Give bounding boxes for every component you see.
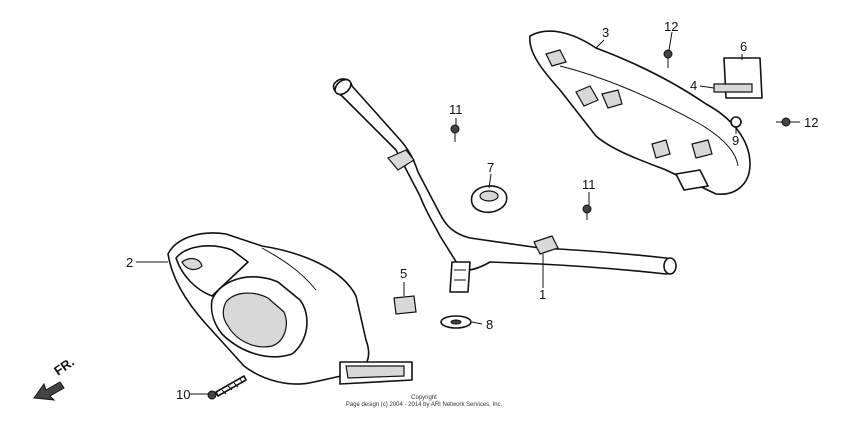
emblem-plate	[713, 57, 763, 99]
callout-8: 8	[486, 317, 493, 332]
callout-7: 7	[487, 160, 494, 175]
callout-10: 10	[176, 387, 190, 402]
callout-3: 3	[602, 25, 609, 40]
callout-4: 4	[690, 78, 697, 93]
handlebar-pipe	[332, 78, 677, 293]
nut	[730, 116, 742, 128]
sticker	[393, 295, 417, 315]
screw-far-right	[776, 117, 791, 127]
callout-12-top: 12	[664, 19, 678, 34]
copyright-title: Copyright	[411, 395, 437, 401]
screw-lower	[582, 204, 592, 220]
callout-6: 6	[740, 39, 747, 54]
callout-12-right: 12	[804, 115, 818, 130]
callout-11-lower: 11	[582, 177, 596, 192]
screw-top-right	[663, 49, 673, 68]
callout-2: 2	[126, 255, 133, 270]
direction-label: FR.	[51, 354, 77, 378]
copyright-text: Page design (c) 2004 - 2014 by ARI Netwo…	[346, 402, 503, 408]
callout-9: 9	[732, 133, 739, 148]
callout-11-upper: 11	[449, 102, 463, 117]
front-handlebar-cover	[167, 232, 413, 385]
screw-upper	[450, 124, 460, 142]
long-screw	[207, 375, 247, 400]
front-direction-arrow: FR.	[33, 354, 77, 401]
rear-handlebar-cover	[529, 30, 751, 195]
grommet	[470, 185, 508, 214]
callout-1: 1	[539, 287, 546, 302]
washer	[440, 315, 472, 329]
callout-5: 5	[400, 266, 407, 281]
leader-lines	[136, 31, 800, 395]
